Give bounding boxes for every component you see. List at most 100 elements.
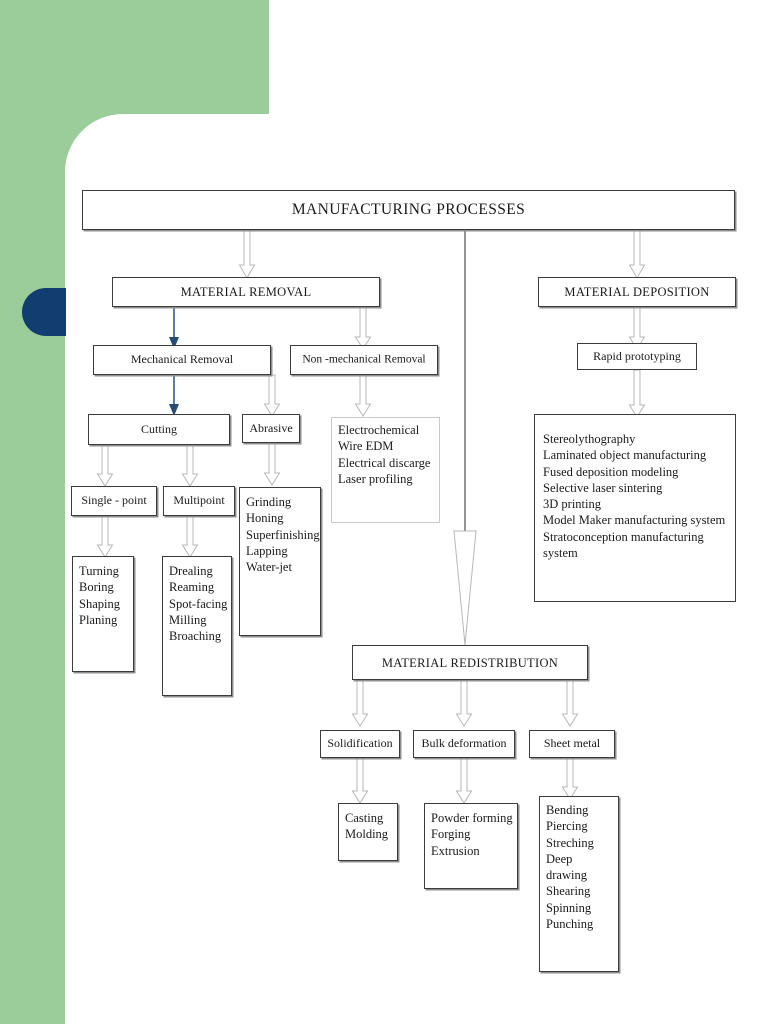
node-material-removal[interactable]: MATERIAL REMOVAL <box>112 277 380 307</box>
list-item: Laser profiling <box>338 471 413 486</box>
list-item: Selective laser sintering <box>543 480 663 495</box>
connector-redistribution-to-solidification <box>351 678 369 727</box>
node-mechanical-removal[interactable]: Mechanical Removal <box>93 345 271 375</box>
list-body: Bending Piercing Streching Deep drawing … <box>546 802 616 932</box>
list-body: Electrochemical Wire EDM Electrical disc… <box>338 422 437 487</box>
list-item: Streching <box>546 835 594 850</box>
list-item: Electrochemical <box>338 423 420 437</box>
list-item: Deep drawing <box>546 851 587 882</box>
list-item: Turning <box>79 564 119 578</box>
green-header-block <box>0 0 269 114</box>
list-abrasive-processes[interactable]: Grinding Honing Superfinishing Lapping W… <box>239 487 321 636</box>
list-item: Laminated object manufacturing <box>543 448 707 463</box>
list-sheet-metal-processes[interactable]: Bending Piercing Streching Deep drawing … <box>539 796 619 972</box>
list-single-point-processes[interactable]: Turning Boring Shaping Planing <box>72 556 134 672</box>
list-item: Piercing <box>546 819 588 834</box>
list-item: Honing <box>246 511 284 526</box>
node-abrasive[interactable]: Abrasive <box>242 414 300 443</box>
connector-redistribution-to-bulk <box>455 678 473 727</box>
list-item: Extrusion <box>431 843 480 858</box>
list-multipoint-processes[interactable]: Drealing Reaming Spot-facing Milling Bro… <box>162 556 232 696</box>
list-item: Water-jet <box>246 560 292 574</box>
connector-rapid-to-list <box>628 369 646 418</box>
connector-mechanical-to-abrasive <box>263 374 281 417</box>
node-label: Solidification <box>327 736 393 751</box>
list-item: Broaching <box>169 629 222 643</box>
list-item: Lapping <box>246 543 288 558</box>
list-rapid-prototyping-processes[interactable]: Stereolythography Laminated object manuf… <box>534 414 736 602</box>
node-label: MATERIAL REMOVAL <box>180 284 312 299</box>
list-item: Spinning <box>546 900 592 915</box>
node-material-redistribution[interactable]: MATERIAL REDISTRIBUTION <box>352 645 588 680</box>
node-solidification[interactable]: Solidification <box>320 730 400 758</box>
list-item: Molding <box>345 827 389 842</box>
list-item: Bending <box>546 803 589 817</box>
connector-material-removal-to-nonmechanical <box>354 305 372 350</box>
list-item: 3D printing <box>543 497 601 511</box>
connector-solidification-to-list <box>351 757 369 804</box>
node-rapid-prototyping[interactable]: Rapid prototyping <box>577 343 697 370</box>
list-item: Forging <box>431 827 471 842</box>
connector-root-to-material-deposition <box>628 228 646 280</box>
connector-cutting-to-multipoint <box>181 444 199 487</box>
node-label: Mechanical Removal <box>130 352 234 367</box>
list-item: Stratoconception manufacturing system <box>543 529 704 560</box>
node-sheet-metal[interactable]: Sheet metal <box>529 730 615 758</box>
list-item: Shearing <box>546 884 591 899</box>
node-material-deposition[interactable]: MATERIAL DEPOSITION <box>538 277 736 307</box>
list-item: Fused deposition modeling <box>543 464 679 479</box>
connector-multipoint-to-list <box>181 515 199 558</box>
node-bulk-deformation[interactable]: Bulk deformation <box>413 730 515 758</box>
list-item: Superfinishing <box>246 527 320 542</box>
node-label: MANUFACTURING PROCESSES <box>291 201 526 219</box>
node-label: Single - point <box>81 493 147 508</box>
list-item: Shaping <box>79 596 120 611</box>
list-body: Grinding Honing Superfinishing Lapping W… <box>246 494 320 575</box>
node-single-point[interactable]: Single - point <box>71 486 157 516</box>
connector-root-to-material-removal <box>238 228 256 280</box>
node-label: MATERIAL REDISTRIBUTION <box>381 655 559 670</box>
list-item: Electrical discarge <box>338 455 431 470</box>
green-side-strip <box>0 114 65 1024</box>
list-item: Boring <box>79 580 114 595</box>
node-label: Non -mechanical Removal <box>302 353 426 366</box>
node-label: Sheet metal <box>543 736 601 751</box>
list-item: Milling <box>169 612 207 627</box>
list-body: Powder forming Forging Extrusion <box>431 810 515 859</box>
connector-redistribution-to-sheet-metal <box>561 678 579 727</box>
connector-bulk-to-list <box>455 757 473 804</box>
list-item: Grinding <box>246 495 292 509</box>
connector-abrasive-to-list <box>263 441 281 486</box>
list-non-mechanical-processes[interactable]: Electrochemical Wire EDM Electrical disc… <box>331 417 440 523</box>
list-body: Stereolythography Laminated object manuf… <box>543 431 733 561</box>
node-label: Multipoint <box>173 493 225 508</box>
list-item: Powder forming <box>431 811 513 825</box>
node-label: Abrasive <box>249 420 293 435</box>
connector-single-point-to-list <box>96 515 114 558</box>
node-non-mechanical-removal[interactable]: Non -mechanical Removal <box>290 345 438 375</box>
node-cutting[interactable]: Cutting <box>88 414 230 445</box>
node-label: MATERIAL DEPOSITION <box>564 284 710 299</box>
connector-material-removal-to-mechanical <box>167 306 181 350</box>
list-body: Casting Molding <box>345 810 395 843</box>
connector-cutting-to-single-point <box>96 444 114 487</box>
list-item: Planing <box>79 612 118 627</box>
connector-root-to-material-redistribution <box>450 229 480 646</box>
node-label: Cutting <box>140 421 177 436</box>
node-multipoint[interactable]: Multipoint <box>163 486 235 516</box>
list-item: Drealing <box>169 564 213 578</box>
list-body: Drealing Reaming Spot-facing Milling Bro… <box>169 563 229 644</box>
list-item: Wire EDM <box>338 439 394 454</box>
list-item: Stereolythography <box>543 432 636 446</box>
list-body: Turning Boring Shaping Planing <box>79 563 131 628</box>
node-manufacturing-processes[interactable]: MANUFACTURING PROCESSES <box>82 190 735 230</box>
node-label: Bulk deformation <box>421 736 507 751</box>
connector-sheet-metal-to-list <box>561 757 579 800</box>
navy-accent-tab <box>22 288 66 336</box>
list-solidification-processes[interactable]: Casting Molding <box>338 803 398 861</box>
list-item: Reaming <box>169 580 215 595</box>
list-bulk-deformation-processes[interactable]: Powder forming Forging Extrusion <box>424 803 518 889</box>
list-item: Model Maker manufacturing system <box>543 513 726 528</box>
list-item: Punching <box>546 916 594 931</box>
